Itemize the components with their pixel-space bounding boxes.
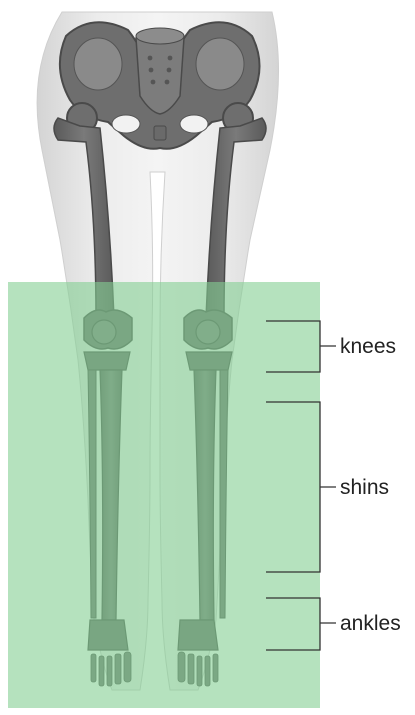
ankles-label: ankles (340, 612, 401, 635)
lower-leg-highlight (8, 282, 320, 708)
knees-label: knees (340, 335, 396, 358)
shins-label: shins (340, 476, 389, 499)
